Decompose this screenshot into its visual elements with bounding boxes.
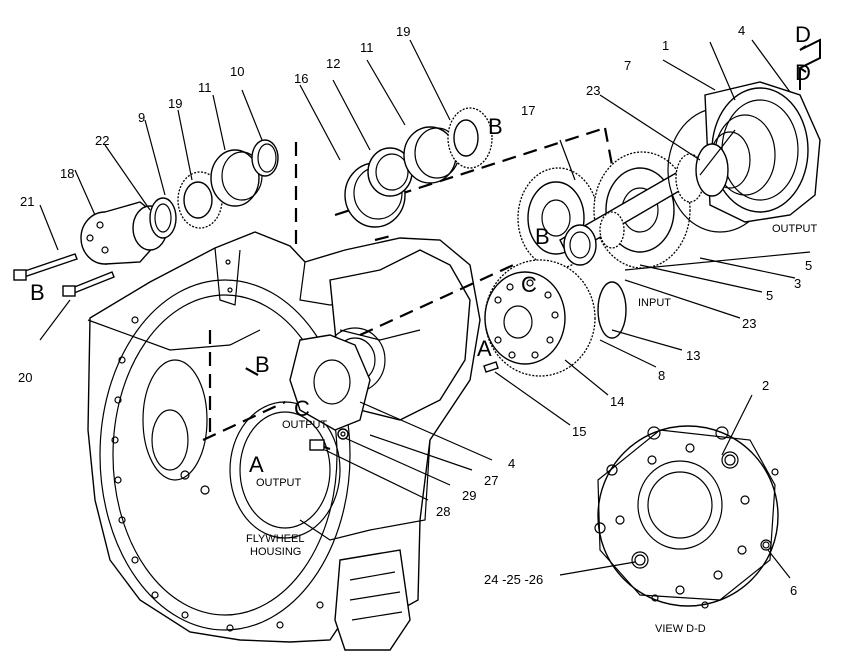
part-18-yoke	[80, 201, 168, 265]
part-number-4-top: 4	[738, 23, 745, 38]
callout-b-top: B	[488, 114, 503, 139]
part-21-bolt	[13, 253, 78, 281]
label-housing: HOUSING	[250, 546, 301, 558]
part-11-cup-left	[210, 149, 263, 207]
label-view-d-d: VIEW D-D	[655, 623, 706, 635]
part-number-6: 6	[790, 583, 797, 598]
part-number-10: 10	[230, 64, 244, 79]
part-number-5-top: 5	[805, 258, 812, 273]
part-13-ring	[597, 281, 627, 339]
part-number-21: 21	[20, 194, 34, 209]
text-labels: OUTPUT OUTPUT OUTPUT INPUT FLYWHEEL HOUS…	[246, 223, 818, 635]
part-number-2: 2	[762, 378, 769, 393]
part-number-13: 13	[686, 348, 700, 363]
part-12-ring	[367, 147, 413, 197]
part-5-bearing	[675, 143, 729, 203]
callout-b-gear: B	[535, 224, 550, 249]
label-flywheel: FLYWHEEL	[246, 533, 304, 545]
part-number-9: 9	[138, 110, 145, 125]
view-d-d-flange	[594, 425, 779, 609]
leader-lines	[39, 39, 811, 579]
part-number-11-right: 11	[360, 40, 374, 55]
part-number-23-top: 23	[586, 83, 600, 98]
part-number-14: 14	[610, 394, 624, 409]
label-output-low: OUTPUT	[256, 477, 302, 489]
part-number-23-low: 23	[742, 316, 756, 331]
part-number-17: 17	[521, 103, 535, 118]
part-number-12: 12	[326, 56, 340, 71]
section-marker-d	[799, 38, 821, 90]
part-number-5-low: 5	[766, 288, 773, 303]
part-number-29: 29	[462, 488, 476, 503]
callout-a-housing: A	[249, 452, 264, 477]
letter-callouts: B B B B C C A A D D	[30, 22, 811, 477]
part-number-19-right: 19	[396, 24, 410, 39]
part-1-housing	[704, 81, 821, 223]
part-15-pin	[483, 361, 499, 373]
part-number-1: 1	[662, 38, 669, 53]
part-number-8: 8	[658, 368, 665, 383]
part-number-18: 18	[60, 166, 74, 181]
callout-c-housing: C	[294, 396, 310, 421]
callout-c-gear: C	[521, 272, 537, 297]
part-number-24-25-26: 24 -25 -26	[484, 572, 543, 587]
label-output-right: OUTPUT	[772, 223, 818, 235]
part-number-11-left: 11	[198, 80, 212, 95]
part-number-15: 15	[572, 424, 586, 439]
callout-a-pin: A	[477, 336, 492, 361]
label-output-mid: OUTPUT	[282, 419, 328, 431]
part-number-16: 16	[294, 71, 308, 86]
part-14-gear	[484, 259, 596, 377]
part-number-28: 28	[436, 504, 450, 519]
part-number-7: 7	[624, 58, 631, 73]
part-number-3: 3	[794, 276, 801, 291]
part-number-20: 20	[18, 370, 32, 385]
part-20-bolt	[62, 271, 115, 297]
adapter-housing	[289, 249, 471, 451]
part-number-19-left: 19	[168, 96, 182, 111]
part-number-4-low: 4	[508, 456, 515, 471]
callout-b-left: B	[30, 280, 45, 305]
part-number-27: 27	[484, 473, 498, 488]
label-input: INPUT	[638, 297, 671, 309]
part-22-seal	[149, 197, 177, 239]
part-19-bearing-cone-right	[447, 107, 493, 169]
callout-d-bottom: D	[795, 60, 811, 85]
callout-d-top: D	[795, 22, 811, 47]
callout-b-housing: B	[255, 352, 270, 377]
part-9-bearing-cone	[177, 171, 223, 229]
part-10-ring	[251, 139, 279, 177]
part-number-22: 22	[95, 133, 109, 148]
part-number-labels: 1 4 7 23 17 5 3 5 23 13 8 14 15 4 27 29 …	[18, 23, 812, 598]
